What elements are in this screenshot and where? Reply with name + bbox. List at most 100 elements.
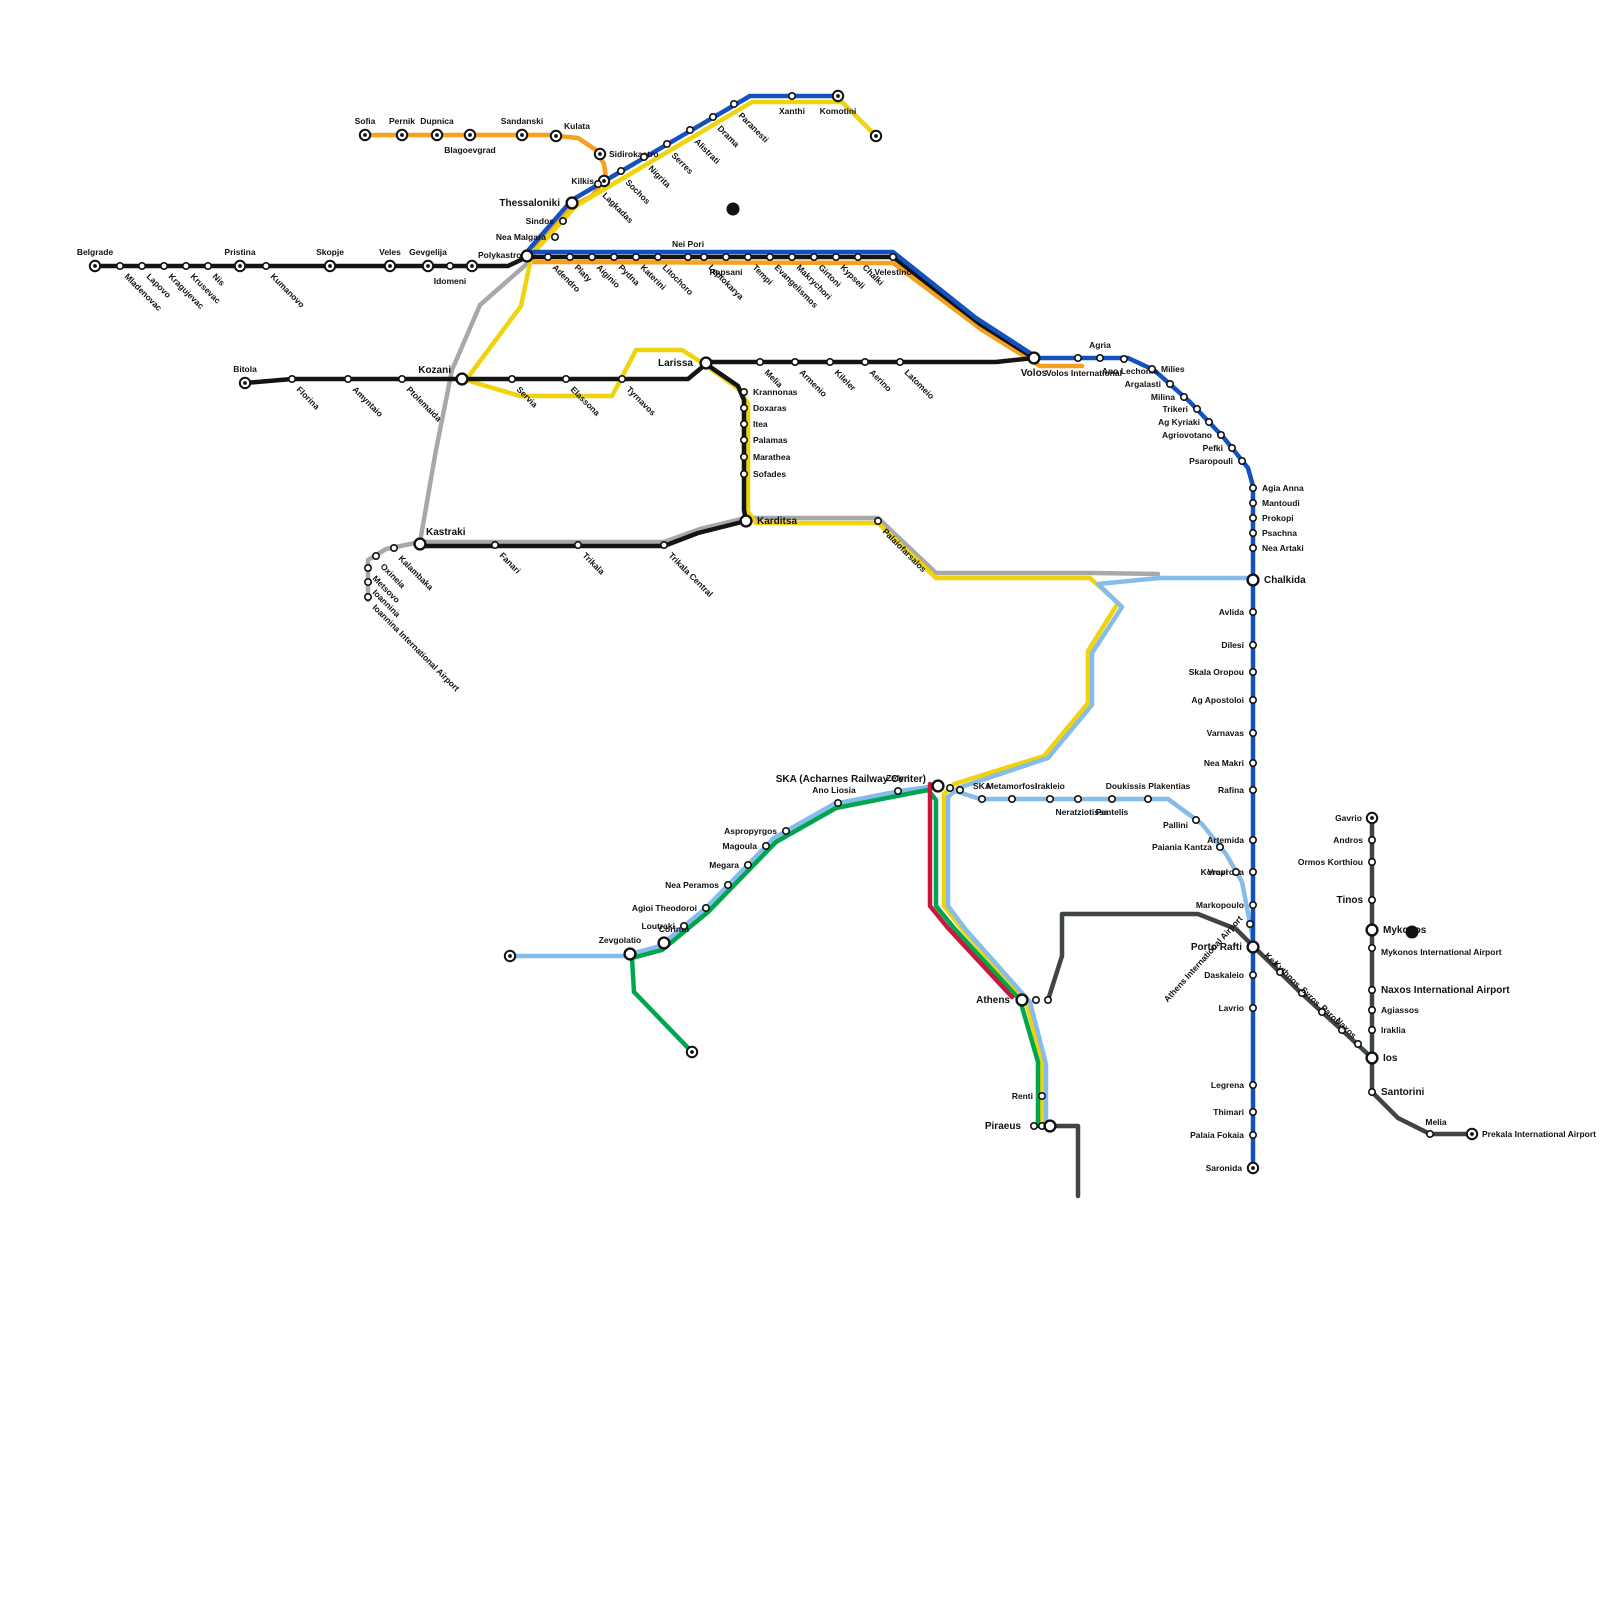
- station-marathea[interactable]: [739, 452, 748, 461]
- station-ptolemaida[interactable]: [397, 374, 406, 383]
- station-kythnos[interactable]: [1298, 988, 1307, 997]
- station-mykonos-international-airport[interactable]: [1368, 943, 1377, 952]
- station-ag-kyriaki[interactable]: [1205, 417, 1214, 426]
- station-andros[interactable]: [1368, 835, 1377, 844]
- station-krusevac[interactable]: [182, 261, 191, 270]
- station-trikala[interactable]: [573, 540, 582, 549]
- station-psaropouli[interactable]: [1238, 456, 1247, 465]
- station-aerino[interactable]: [860, 357, 869, 366]
- station-evangelismos[interactable]: [765, 253, 774, 262]
- station-zevgolatio[interactable]: [623, 947, 637, 961]
- station-chalki[interactable]: [853, 253, 862, 262]
- station-zefyri[interactable]: [893, 786, 902, 795]
- station-renti[interactable]: [1038, 1092, 1047, 1101]
- station-florina[interactable]: [287, 374, 296, 383]
- station-karditsa[interactable]: [739, 514, 753, 528]
- station-girtoni[interactable]: [809, 253, 818, 262]
- station-artemida[interactable]: [1249, 835, 1258, 844]
- station-corinth[interactable]: [657, 936, 671, 950]
- station-avlida[interactable]: [1249, 607, 1258, 616]
- station-ioannina-international-airport[interactable]: [363, 592, 372, 601]
- station-ano-liosia[interactable]: [833, 798, 842, 807]
- station-piraeus[interactable]: [1030, 1122, 1039, 1131]
- station-ioannina[interactable]: [363, 577, 372, 586]
- station-ska[interactable]: [977, 794, 986, 803]
- station-krannonas[interactable]: [739, 387, 748, 396]
- station-agriovotano[interactable]: [1217, 430, 1226, 439]
- station-irakleio[interactable]: [1046, 794, 1055, 803]
- station-kileler[interactable]: [825, 357, 834, 366]
- station-sofades[interactable]: [739, 469, 748, 478]
- station-chalkida[interactable]: [1246, 573, 1260, 587]
- station-psachna[interactable]: [1249, 528, 1258, 537]
- station-adendro[interactable]: [543, 253, 552, 262]
- station-agioi-theodoroi[interactable]: [701, 903, 710, 912]
- station-lagkadas[interactable]: [593, 180, 602, 189]
- station-fanari[interactable]: [490, 540, 499, 549]
- station-aiginio[interactable]: [587, 253, 596, 262]
- station-mladenovac[interactable]: [116, 261, 125, 270]
- station[interactable]: [1032, 995, 1041, 1004]
- station-armenio[interactable]: [790, 357, 799, 366]
- station-neratziotissa[interactable]: [1074, 794, 1083, 803]
- station-varnavas[interactable]: [1249, 728, 1258, 737]
- station-syros[interactable]: [1318, 1007, 1327, 1016]
- station[interactable]: [1044, 995, 1053, 1004]
- station-velestino[interactable]: [888, 253, 897, 262]
- station-aspropyrgos[interactable]: [781, 826, 790, 835]
- station-sochos[interactable]: [616, 167, 625, 176]
- station[interactable]: [1043, 1119, 1057, 1133]
- station-megara[interactable]: [743, 860, 752, 869]
- station-pallini[interactable]: [1192, 815, 1201, 824]
- station-loutraki[interactable]: [679, 921, 688, 930]
- station-metamorfosi[interactable]: [1007, 794, 1016, 803]
- station-nea-artaki[interactable]: [1249, 543, 1258, 552]
- station-tyrnavos[interactable]: [617, 374, 626, 383]
- station-melia[interactable]: [755, 357, 764, 366]
- station-argalasti[interactable]: [1166, 379, 1175, 388]
- station-ios[interactable]: [1365, 1051, 1379, 1065]
- station-mantoudi[interactable]: [1249, 498, 1258, 507]
- station-trikala-central[interactable]: [659, 540, 668, 549]
- station-mykonos[interactable]: [1365, 923, 1379, 937]
- station-kea[interactable]: [1276, 967, 1285, 976]
- station[interactable]: [520, 249, 534, 263]
- station-drama[interactable]: [708, 113, 717, 122]
- station-ska-acharnes-railway-center[interactable]: [931, 779, 945, 793]
- station-platy[interactable]: [565, 253, 574, 262]
- station-volos[interactable]: [1027, 351, 1041, 365]
- station-melia[interactable]: [1426, 1130, 1435, 1139]
- station-pefki[interactable]: [1228, 443, 1237, 452]
- station-amyntaio[interactable]: [343, 374, 352, 383]
- station-idomeni[interactable]: [445, 261, 454, 270]
- station[interactable]: [945, 783, 954, 792]
- station-kalambaka[interactable]: [389, 543, 398, 552]
- station-paranesti[interactable]: [729, 100, 738, 109]
- station-porto-rafti[interactable]: [1246, 940, 1260, 954]
- station-nea-makri[interactable]: [1249, 758, 1258, 767]
- station-volos-international[interactable]: [1074, 353, 1083, 362]
- station-kozani[interactable]: [455, 372, 469, 386]
- station-tempi[interactable]: [743, 253, 752, 262]
- station-naxos[interactable]: [1354, 1040, 1363, 1049]
- station-thimari[interactable]: [1249, 1108, 1258, 1117]
- station-skala-oropou[interactable]: [1249, 667, 1258, 676]
- station-alistrati[interactable]: [685, 126, 694, 135]
- station[interactable]: [955, 785, 964, 794]
- station-rapsani[interactable]: [721, 253, 730, 262]
- station-koropi[interactable]: [1232, 867, 1241, 876]
- station-daskaleio[interactable]: [1249, 970, 1258, 979]
- station-larissa[interactable]: [699, 356, 713, 370]
- station-milina[interactable]: [1180, 392, 1189, 401]
- station-nea-malgara[interactable]: [550, 233, 559, 242]
- station-lavrio[interactable]: [1249, 1003, 1258, 1012]
- station-makrychori[interactable]: [787, 253, 796, 262]
- station-naxos-international-airport[interactable]: [1368, 985, 1377, 994]
- station-kastraki[interactable]: [413, 537, 427, 551]
- station-xanthi[interactable]: [787, 92, 796, 101]
- station-palaia-fokaia[interactable]: [1249, 1131, 1258, 1140]
- station-kypseli[interactable]: [831, 253, 840, 262]
- station-serres[interactable]: [662, 140, 671, 149]
- station-palamas[interactable]: [739, 435, 748, 444]
